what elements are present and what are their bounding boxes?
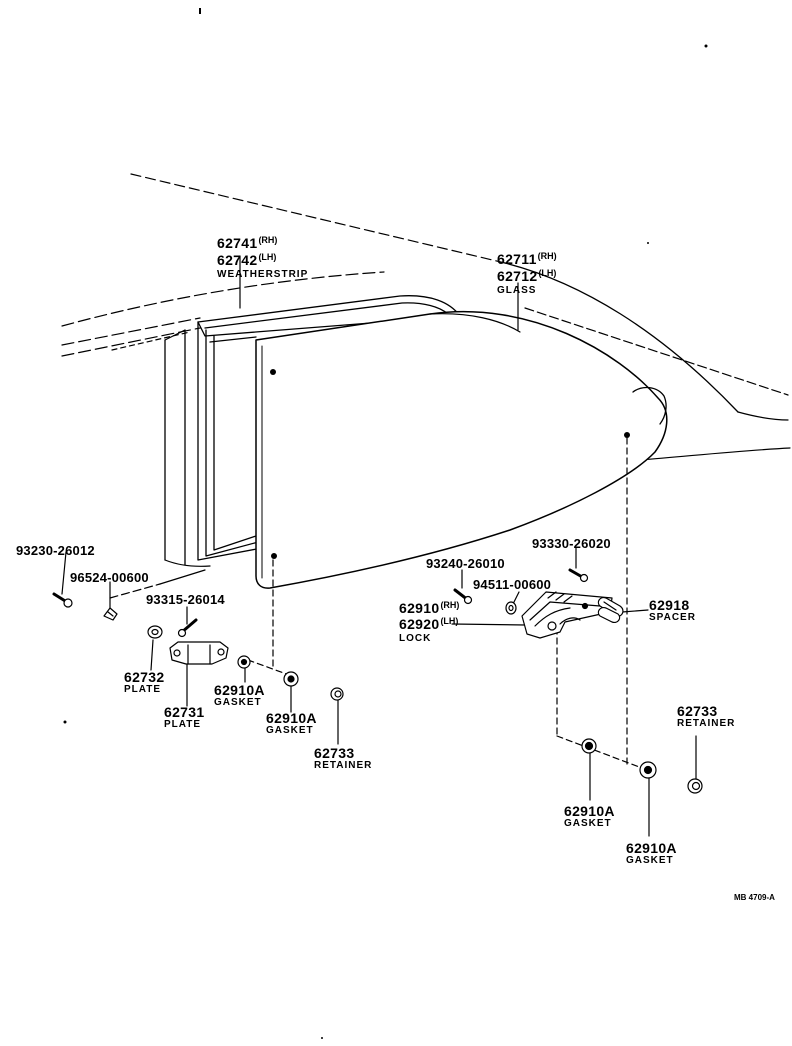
hardware-parts	[52, 568, 703, 794]
spacer-shape	[597, 597, 624, 623]
glass-top-curve	[429, 313, 521, 333]
weatherstrip-num-lh: 62742	[217, 252, 258, 268]
plate-62731-num: 62731	[164, 704, 205, 720]
retainer-b-num: 62733	[677, 703, 718, 719]
gasket-b-shape	[283, 671, 299, 687]
gasket-d-label: 62910A GASKET	[626, 841, 677, 866]
pillar-base-dash	[109, 583, 161, 599]
spacer-label: 62918 SPACER	[649, 598, 696, 623]
roof-rear-edge	[737, 411, 789, 421]
glass-side-lh: (LH)	[538, 268, 557, 278]
lock-name: LOCK	[399, 633, 432, 644]
leader-lines	[61, 255, 697, 837]
weatherstrip-side-rh: (RH)	[258, 235, 278, 245]
retainer-b-shape	[687, 778, 703, 794]
spacer-name: SPACER	[649, 612, 696, 623]
screw-93315-label: 93315-26014	[146, 592, 225, 607]
screw-93240-shape	[453, 588, 473, 605]
nut-96524-shape	[103, 607, 118, 621]
gasket-b-name: GASKET	[266, 725, 314, 736]
glass-name: GLASS	[497, 285, 537, 296]
plate-62732-num: 62732	[124, 669, 165, 685]
screw-93315-shape	[177, 618, 198, 638]
screw-93330-label: 93330-26020	[532, 536, 611, 551]
front-roof-dash-1	[61, 271, 385, 327]
front-roof-dash-2	[61, 317, 201, 346]
glass-label: 62711(RH) 62712(LH) GLASS	[497, 252, 557, 296]
nut-96524-label: 96524-00600	[70, 570, 149, 585]
glass-hole-3	[271, 553, 277, 559]
plate-62731-label: 62731 PLATE	[164, 705, 204, 730]
belt-line-1	[524, 307, 789, 396]
lock-num-rh: 62910	[399, 600, 440, 616]
front-roof-dash-3	[61, 327, 201, 357]
glass-rear-hinge-bulge	[632, 386, 667, 425]
gasket-c-num: 62910A	[564, 803, 615, 819]
gasket-a-num: 62910A	[214, 682, 265, 698]
glass-side-rh: (RH)	[537, 251, 557, 261]
retainer-b-name: RETAINER	[677, 718, 736, 729]
gasket-c-name: GASKET	[564, 818, 612, 829]
gasket-a-shape	[237, 655, 251, 669]
gasket-d-name: GASKET	[626, 855, 674, 866]
retainer-a-name: RETAINER	[314, 760, 373, 771]
glass-hole-1	[270, 369, 276, 375]
weatherstrip-num-rh: 62741	[217, 235, 258, 251]
weatherstrip-side-lh: (LH)	[258, 252, 277, 262]
spacer-num: 62918	[649, 597, 690, 613]
plate-62731-shape	[169, 641, 229, 665]
window-opening-bottom	[159, 569, 206, 585]
weatherstrip-label: 62741(RH) 62742(LH) WEATHERSTRIP	[217, 236, 308, 280]
front-roof-dash-4	[111, 331, 191, 351]
print-specks	[63, 8, 708, 1039]
plate-62732-name: PLATE	[124, 684, 162, 695]
gasket-b-num: 62910A	[266, 710, 317, 726]
lock-label: 62910(RH) 62920(LH) LOCK	[399, 601, 459, 644]
gasket-b-label: 62910A GASKET	[266, 711, 317, 736]
glass-num-rh: 62711	[497, 251, 537, 267]
glass-panel	[255, 310, 668, 589]
figure-reference: MB 4709-A	[734, 893, 775, 902]
lock-side-lh: (LH)	[440, 616, 459, 626]
belt-line-2	[639, 447, 791, 461]
screw-93230-label: 93230-26012	[16, 543, 95, 558]
roof-line	[504, 262, 739, 413]
gasket-c-shape	[581, 738, 597, 754]
screw-93330-shape	[568, 568, 589, 583]
car-body-outline	[61, 173, 791, 599]
retainer-a-shape	[330, 687, 344, 701]
gasket-d-num: 62910A	[626, 840, 677, 856]
washer-94511-shape	[505, 601, 517, 615]
plate-62732-shape	[147, 625, 163, 639]
gasket-d-shape	[639, 761, 657, 779]
washer-94511-label: 94511-00600	[473, 577, 552, 592]
glass-hole-2	[624, 432, 630, 438]
gasket-a-label: 62910A GASKET	[214, 683, 265, 708]
gasket-c-label: 62910A GASKET	[564, 804, 615, 829]
weatherstrip-name: WEATHERSTRIP	[217, 269, 309, 280]
retainer-a-num: 62733	[314, 745, 355, 761]
lock-num-lh: 62920	[399, 616, 440, 632]
glass-num-lh: 62712	[497, 268, 538, 284]
lock-side-rh: (RH)	[440, 600, 460, 610]
b-pillar-base	[164, 559, 211, 567]
screw-93240-label: 93240-26010	[426, 556, 505, 571]
b-pillar-top	[164, 329, 186, 341]
screw-93230-shape	[52, 592, 73, 608]
lock-shape	[521, 591, 613, 639]
assembly-dashed-lines	[247, 437, 643, 769]
plate-62732-label: 62732 PLATE	[124, 670, 164, 695]
retainer-a-label: 62733 RETAINER	[314, 746, 372, 771]
roof-dashed-line	[130, 173, 506, 264]
gasket-a-name: GASKET	[214, 697, 262, 708]
plate-62731-name: PLATE	[164, 719, 202, 730]
retainer-b-label: 62733 RETAINER	[677, 704, 735, 729]
